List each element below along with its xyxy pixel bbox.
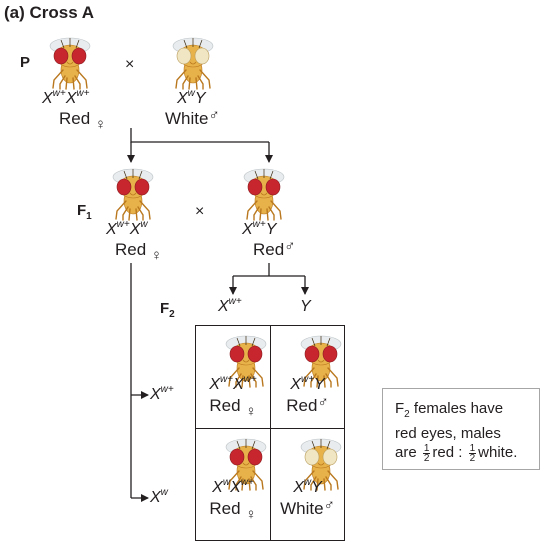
allele: Y	[265, 221, 277, 238]
fly-icon	[48, 32, 92, 95]
f1-male-phenotype: Red♂	[253, 238, 296, 259]
punnett-cell: XwXw+ Red ♀	[195, 428, 271, 541]
punnett-cell: Xw+Xw+ Red ♀	[195, 325, 271, 429]
p-male-genotype: XwY	[177, 88, 206, 108]
p-female-genotype: Xw+Xw+	[42, 88, 90, 108]
punnett-row-allele-xw-plus: Xw+	[150, 384, 174, 404]
generation-label-p: P	[20, 54, 31, 71]
allele: Xw+	[65, 88, 90, 108]
fly-icon	[242, 163, 286, 226]
allele: Xw+	[42, 88, 66, 108]
cross-symbol-p: ×	[125, 56, 135, 73]
p-male-phenotype: White♂	[165, 107, 220, 128]
cell-phenotype: Red♂	[286, 394, 329, 415]
punnett-column-allele-y: Y	[300, 298, 311, 316]
cell-phenotype: White♂	[280, 497, 335, 518]
allele: Xw	[150, 487, 168, 507]
fly-svg	[225, 438, 267, 491]
cell-phenotype: Red ♀	[209, 499, 257, 523]
p-to-f1-connector	[130, 128, 269, 143]
fly-icon	[299, 433, 343, 496]
fly-svg	[49, 37, 91, 90]
allele: Xw+	[230, 477, 254, 497]
fly-icon	[299, 330, 343, 393]
fly-svg	[112, 168, 154, 221]
allele: Xw	[293, 477, 312, 497]
allele: Y	[314, 376, 325, 393]
allele: Xw+	[218, 296, 242, 316]
allele: Y	[194, 90, 206, 107]
male-symbol-icon: ♂	[323, 497, 335, 514]
male-symbol-icon: ♂	[317, 394, 329, 411]
summary-line-2: red eyes, males	[395, 425, 501, 442]
p-female-phenotype: Red ♀	[59, 109, 107, 133]
punnett-cell: XwY White♂	[270, 428, 345, 541]
allele: Y	[311, 479, 322, 496]
fly-svg	[300, 438, 342, 491]
allele: Xw+	[242, 219, 266, 239]
fly-icon	[111, 163, 155, 226]
allele: Xw+	[209, 374, 233, 394]
summary-line-1: F2 females have	[395, 400, 504, 420]
female-symbol-icon: ♀	[94, 116, 107, 133]
cell-genotype: Xw+Xw+	[196, 374, 270, 394]
allele: Xw+	[233, 374, 257, 394]
allele: Y	[300, 298, 311, 315]
allele: Xw+	[106, 219, 130, 239]
cell-genotype: XwY	[271, 477, 344, 497]
punnett-column-allele-xw-plus: Xw+	[218, 296, 242, 316]
fly-svg	[225, 335, 267, 388]
fly-icon	[224, 330, 268, 393]
allele: Xw+	[290, 374, 315, 394]
f1-female-genotype: Xw+Xw	[106, 219, 148, 239]
allele: Xw	[129, 219, 148, 239]
allele: Xw	[177, 88, 195, 108]
generation-label-f2: F2	[160, 300, 175, 320]
cell-genotype: Xw+Y	[271, 374, 344, 394]
punnett-row-allele-xw: Xw	[150, 487, 168, 507]
fly-icon	[171, 32, 215, 95]
fly-icon	[224, 433, 268, 496]
cell-genotype: XwXw+	[196, 477, 270, 497]
f1-female-phenotype: Red ♀	[115, 240, 163, 264]
fly-svg	[243, 168, 285, 221]
female-symbol-icon: ♀	[150, 247, 163, 264]
figure-title: (a) Cross A	[4, 3, 95, 22]
allele: Xw	[212, 477, 231, 497]
female-symbol-icon: ♀	[245, 506, 257, 523]
punnett-cell: Xw+Y Red♂	[270, 325, 345, 429]
fly-svg	[300, 335, 342, 388]
female-symbol-icon: ♀	[245, 403, 257, 420]
generation-label-f1: F1	[77, 202, 92, 222]
cross-symbol-f1: ×	[195, 203, 205, 220]
allele: Xw+	[150, 384, 174, 404]
f1-male-genotype: Xw+Y	[242, 219, 277, 239]
cell-phenotype: Red ♀	[209, 396, 257, 420]
male-symbol-icon: ♂	[284, 238, 296, 255]
fly-svg	[172, 37, 214, 90]
male-symbol-icon: ♂	[208, 107, 220, 124]
